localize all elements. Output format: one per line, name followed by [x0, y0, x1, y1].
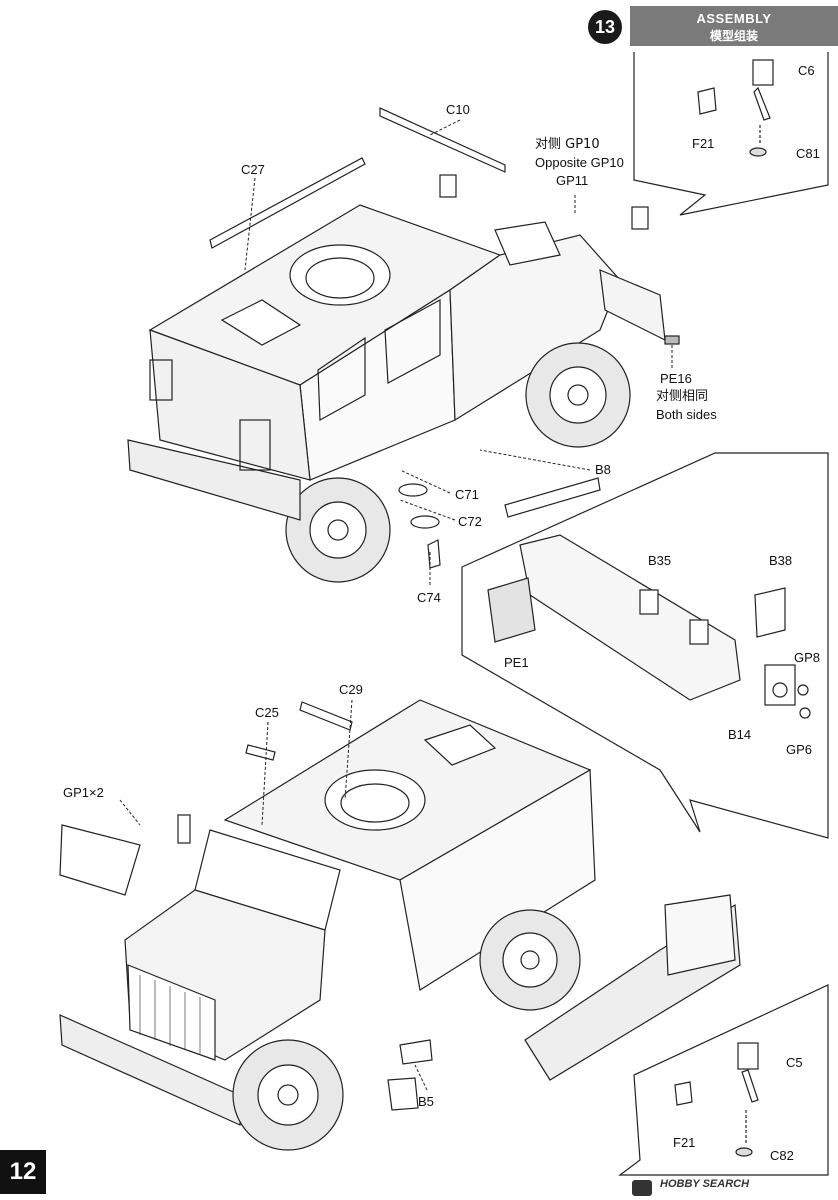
bumper-inset-drawing [461, 452, 829, 839]
lower-vehicle-drawing [59, 699, 741, 1151]
assembly-header: ASSEMBLY 模型组装 [630, 6, 838, 46]
part-label-gp10-cn: 对侧 GP10 [535, 137, 600, 152]
part-label-pe16-cn: 对侧相同 [656, 389, 709, 404]
part-label-c82: C82 [770, 1148, 794, 1163]
part-label-b14: B14 [728, 727, 752, 742]
part-label-b38: B38 [769, 553, 793, 568]
part-label-pe16-en: Both sides [656, 407, 717, 422]
part-label-f21-top: F21 [692, 136, 715, 151]
mirror-inset-bottom-drawing [618, 984, 829, 1176]
part-label-gp6: GP6 [786, 742, 813, 757]
part-label-c29: C29 [339, 682, 363, 697]
header-subtitle: 模型组装 [709, 29, 758, 43]
part-label-f21-bottom: F21 [673, 1135, 696, 1150]
part-label-gp8: GP8 [794, 650, 821, 665]
part-label-c72: C72 [458, 514, 482, 529]
part-label-b8: B8 [595, 462, 611, 477]
mirror-inset-top-drawing [633, 52, 829, 216]
part-label-gp11: GP11 [556, 173, 589, 188]
part-label-gp10-en: Opposite GP10 [535, 155, 624, 170]
part-label-c10: C10 [446, 102, 470, 117]
part-label-pe1: PE1 [504, 655, 529, 670]
part-label-c81: C81 [796, 146, 820, 161]
part-label-c71: C71 [455, 487, 479, 502]
part-label-pe16: PE16 [660, 371, 692, 386]
step-number-badge: 13 [588, 10, 622, 44]
part-label-gp1: GP1×2 [63, 785, 104, 800]
page-number: 12 [0, 1150, 46, 1194]
part-label-b35: B35 [648, 553, 672, 568]
part-label-c6: C6 [798, 63, 815, 78]
part-label-c27: C27 [241, 162, 265, 177]
part-label-c74: C74 [417, 590, 441, 605]
part-label-c5: C5 [786, 1055, 803, 1070]
part-label-b5: B5 [418, 1094, 434, 1109]
watermark-text: HOBBY SEARCH [660, 1178, 750, 1190]
part-label-c25: C25 [255, 705, 279, 720]
hobby-search-logo-icon [632, 1180, 652, 1196]
header-title: ASSEMBLY [696, 11, 772, 26]
upper-vehicle-drawing [127, 107, 680, 583]
